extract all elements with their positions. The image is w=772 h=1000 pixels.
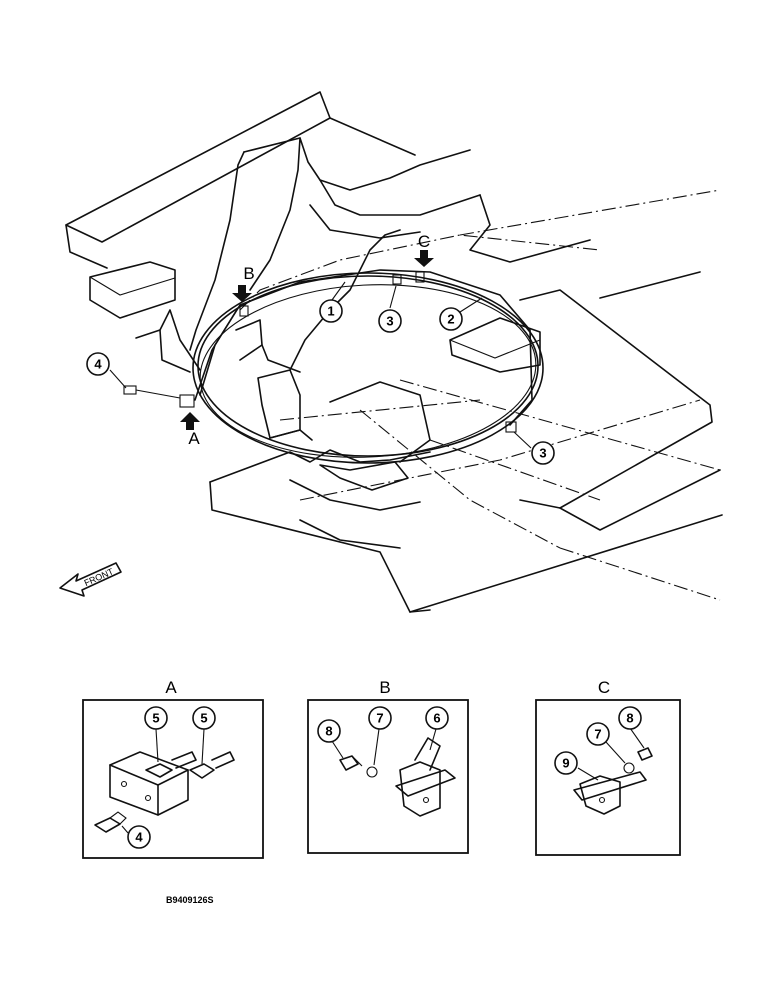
svg-text:2: 2 [447, 312, 454, 327]
detail-a-box [82, 699, 264, 859]
callout-3-upper: 3 [378, 309, 402, 333]
svg-text:4: 4 [135, 830, 143, 845]
svg-text:5: 5 [200, 711, 207, 726]
detail-c-drawing [573, 747, 653, 815]
detail-a-callout-5-right: 5 [192, 706, 216, 730]
clamp-c-mark [415, 271, 425, 283]
detail-a-callout-4: 4 [127, 825, 151, 849]
lower-frame-outline [209, 189, 723, 613]
svg-text:3: 3 [539, 446, 546, 461]
fitting-block-a [179, 394, 195, 408]
detail-c-box [535, 699, 681, 856]
arrow-a [180, 412, 200, 430]
arrow-b [232, 285, 252, 302]
callout-4-main: 4 [86, 352, 110, 376]
front-label: FRONT [83, 566, 116, 588]
upper-structure-outline [65, 91, 591, 441]
detail-a-drawing [94, 751, 235, 833]
svg-text:7: 7 [376, 711, 383, 726]
view-letter-c: C [418, 232, 430, 251]
svg-text:1: 1 [327, 304, 334, 319]
clamp-b-mark [239, 305, 249, 317]
svg-text:7: 7 [594, 727, 601, 742]
detail-b-callout-6: 6 [425, 706, 449, 730]
clamp-3-lower [505, 421, 517, 433]
detail-c-callout-8: 8 [618, 706, 642, 730]
svg-text:4: 4 [94, 357, 102, 372]
figure-code: B9409126S [166, 895, 214, 905]
detail-c-callout-7: 7 [586, 722, 610, 746]
callout-2: 2 [439, 307, 463, 331]
svg-text:6: 6 [433, 711, 440, 726]
detail-b-title: B [379, 678, 390, 697]
detail-b-callout-8: 8 [317, 719, 341, 743]
detail-a-callout-5-left: 5 [144, 706, 168, 730]
front-direction-arrow: FRONT [59, 562, 122, 597]
arrow-c [414, 250, 434, 267]
detail-b-drawing [339, 737, 456, 817]
svg-text:8: 8 [626, 711, 633, 726]
clamp-3-upper [392, 274, 402, 285]
svg-text:5: 5 [152, 711, 159, 726]
view-letter-b: B [243, 264, 254, 283]
detail-a-title: A [165, 678, 177, 697]
detail-b-callout-7: 7 [368, 706, 392, 730]
svg-text:9: 9 [562, 756, 569, 771]
view-arrows [180, 250, 434, 430]
leader-lines [109, 281, 532, 449]
detail-c-title: C [598, 678, 610, 697]
view-letter-a: A [188, 429, 200, 448]
detail-c-callout-9: 9 [554, 751, 578, 775]
callout-1: 1 [319, 299, 343, 323]
callout-3-lower: 3 [531, 441, 555, 465]
svg-text:8: 8 [325, 724, 332, 739]
grease-line-assembly [123, 269, 533, 433]
svg-text:3: 3 [386, 314, 393, 329]
